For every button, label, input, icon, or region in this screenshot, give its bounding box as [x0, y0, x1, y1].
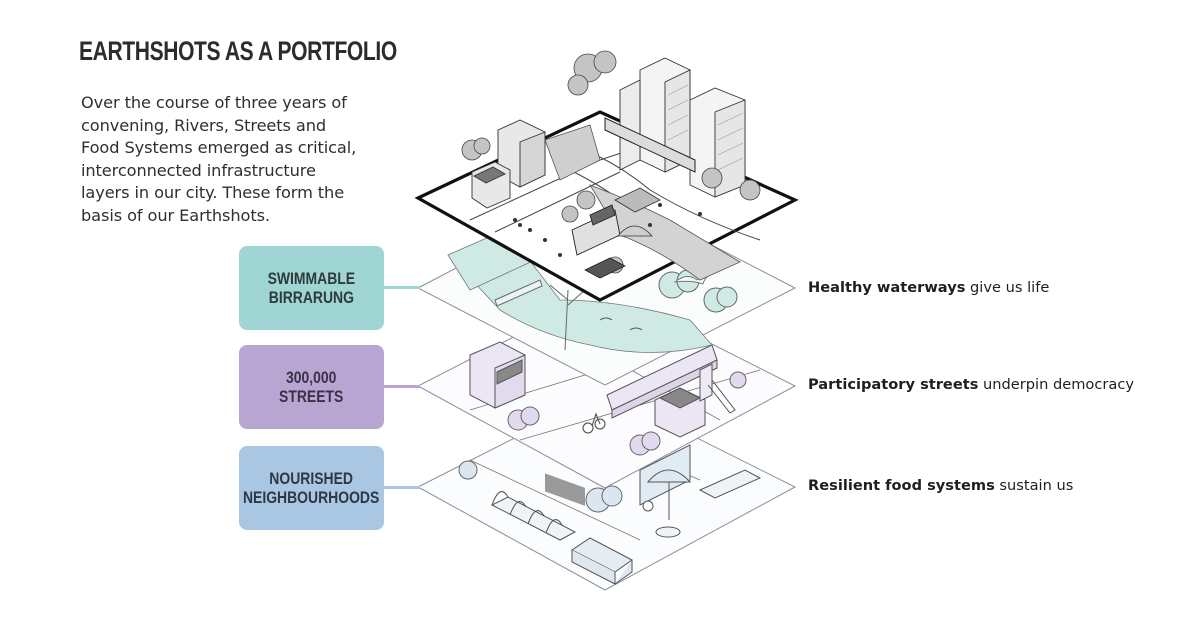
umbrella-icon — [646, 469, 692, 520]
label-box-300000-streets: 300,000 STREETS — [239, 345, 384, 429]
caption-bold: Healthy waterways — [808, 279, 966, 296]
tram-icon — [606, 344, 718, 419]
connector-line-streets — [384, 385, 420, 388]
solar-house-top-icon — [471, 119, 546, 209]
connector-line-river — [384, 286, 420, 289]
crop-bed-icon — [545, 473, 585, 506]
caption-rest: underpin democracy — [978, 376, 1134, 393]
bridge-icon — [494, 279, 543, 307]
label-box-nourished-neighbourhoods: NOURISHED NEIGHBOURHOODS — [239, 446, 384, 530]
caption-bold: Resilient food systems — [808, 477, 995, 494]
caption-streets: Participatory streets underpin democracy — [808, 376, 1134, 393]
layer-plate-food — [416, 391, 797, 591]
page-title: EARTHSHOTS AS A PORTFOLIO — [79, 36, 397, 66]
label-box-swimmable-birrarung: SWIMMABLE BIRRARUNG — [239, 246, 384, 330]
greenhouse-icon — [490, 491, 577, 541]
cyclist-icon — [582, 412, 606, 434]
caption-rest: sustain us — [994, 477, 1074, 494]
connector-line-food — [384, 486, 420, 489]
house-icon — [654, 387, 706, 438]
tram-icon-top — [604, 117, 696, 173]
market-stall-icon — [571, 537, 633, 585]
caption-rest: give us life — [965, 279, 1050, 296]
layer-plate-city — [414, 50, 799, 302]
solar-house-icon — [469, 341, 526, 409]
caption-river: Healthy waterways give us life — [808, 279, 1049, 296]
label-text: SWIMMABLE BIRRARUNG — [267, 269, 356, 307]
label-text: 300,000 STREETS — [279, 368, 344, 406]
caption-food: Resilient food systems sustain us — [808, 477, 1073, 494]
intro-paragraph: Over the course of three years of conven… — [81, 93, 357, 225]
label-text: NOURISHED NEIGHBOURHOODS — [243, 469, 380, 507]
caption-bold: Participatory streets — [808, 376, 979, 393]
